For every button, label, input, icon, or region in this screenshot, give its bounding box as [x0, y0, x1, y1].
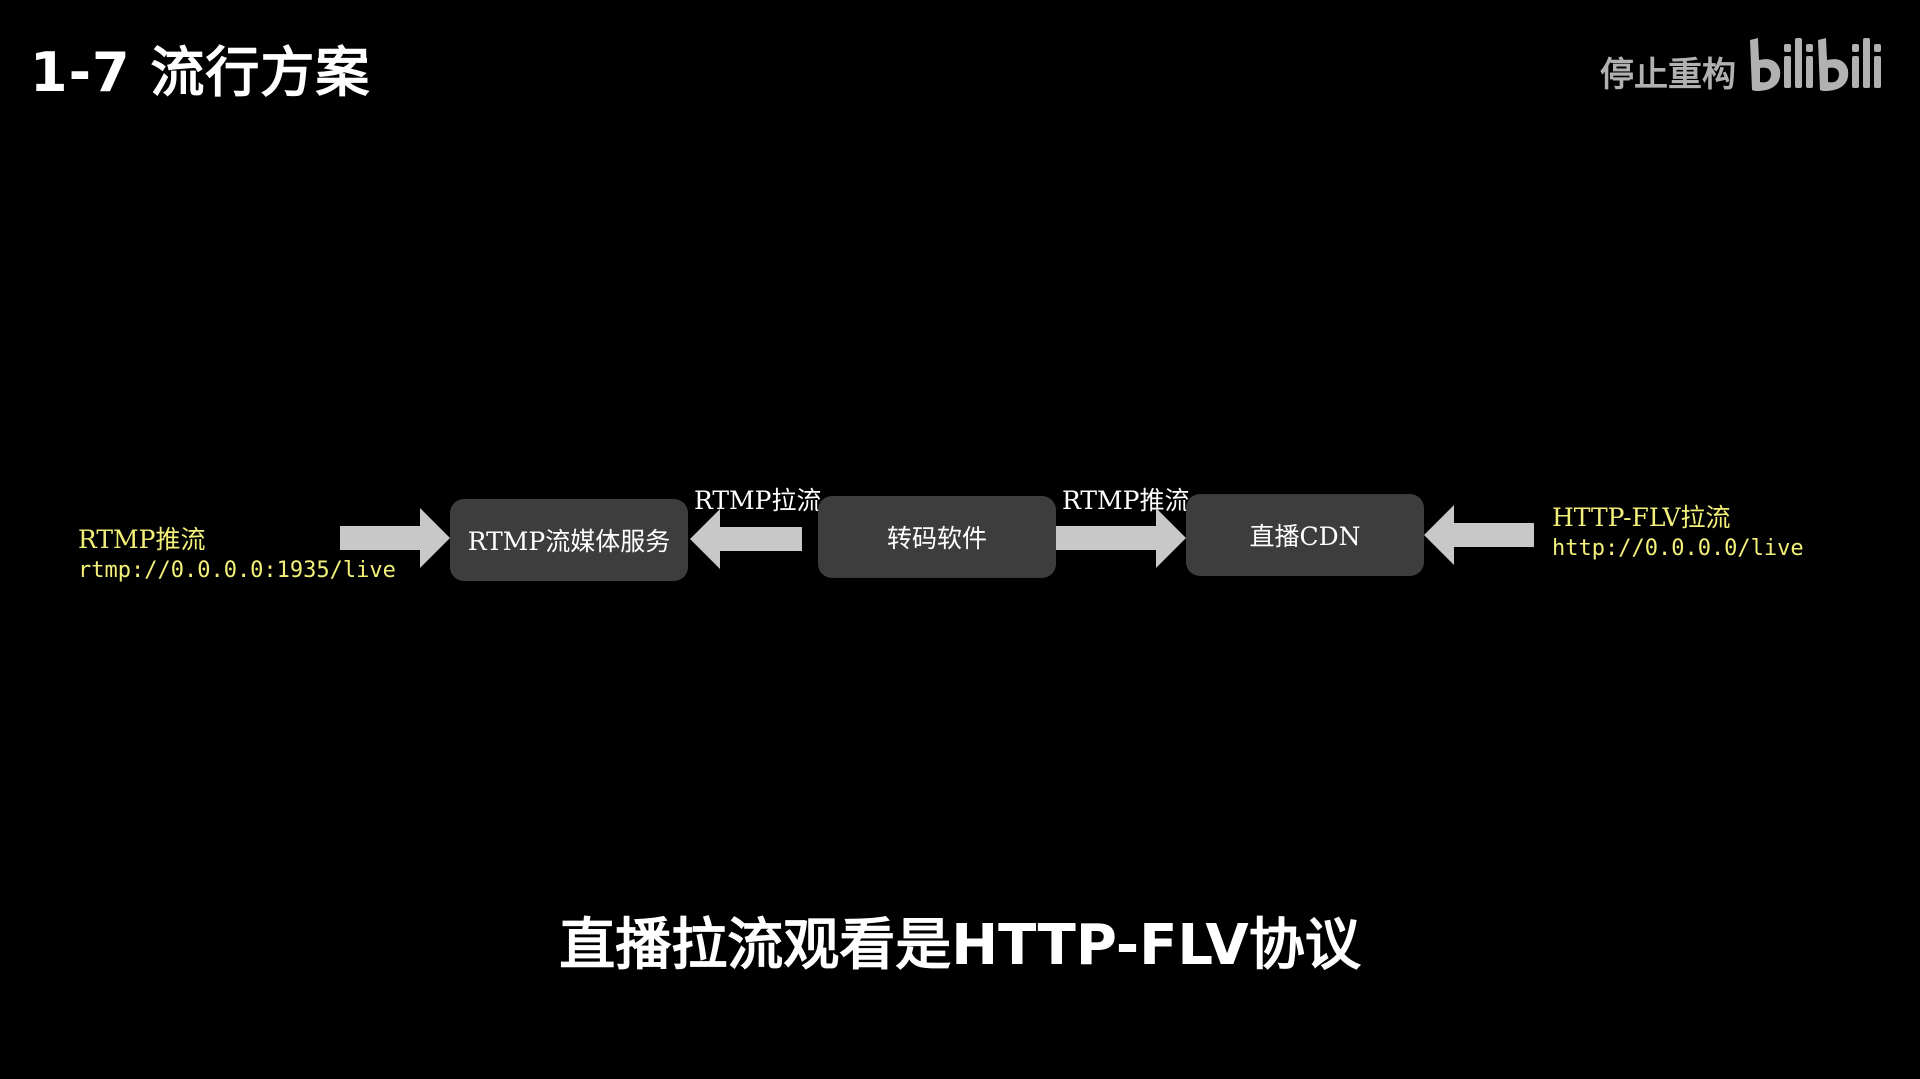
endpoint-http-flv-pull: HTTP-FLV拉流 http://0.0.0.0/live [1552, 502, 1804, 563]
watermark: 停止重构 [1600, 34, 1886, 96]
node-transcoder: 转码软件 [818, 496, 1056, 578]
arrow-push-to-server [340, 506, 450, 570]
watermark-author: 停止重构 [1600, 55, 1736, 95]
endpoint-rtmp-push-title: RTMP推流 [78, 525, 206, 554]
endpoint-rtmp-push: RTMP推流 rtmp://0.0.0.0:1935/live [78, 524, 396, 585]
endpoint-http-flv-pull-title: HTTP-FLV拉流 [1552, 503, 1731, 532]
edge-label-rtmp-push: RTMP推流 [1062, 486, 1190, 515]
node-rtmp-media-server: RTMP流媒体服务 [450, 499, 688, 581]
edge-label-rtmp-pull: RTMP拉流 [694, 486, 822, 515]
arrow-left-icon [690, 509, 802, 569]
arrow-transcoder-push [1056, 506, 1186, 570]
arrow-left-icon [1424, 505, 1534, 565]
node-live-cdn: 直播CDN [1186, 494, 1424, 576]
arrow-flv-pull [1424, 503, 1534, 567]
page-title: 1-7 流行方案 [30, 41, 371, 104]
endpoint-http-flv-pull-url: http://0.0.0.0/live [1552, 535, 1804, 561]
arrow-right-icon [340, 508, 450, 568]
endpoint-rtmp-push-url: rtmp://0.0.0.0:1935/live [78, 557, 396, 583]
video-caption: 直播拉流观看是HTTP-FLV协议 [559, 913, 1361, 978]
arrow-right-icon [1056, 508, 1186, 568]
bilibili-logo-icon [1746, 34, 1886, 96]
arrow-transcoder-pull [690, 507, 802, 571]
